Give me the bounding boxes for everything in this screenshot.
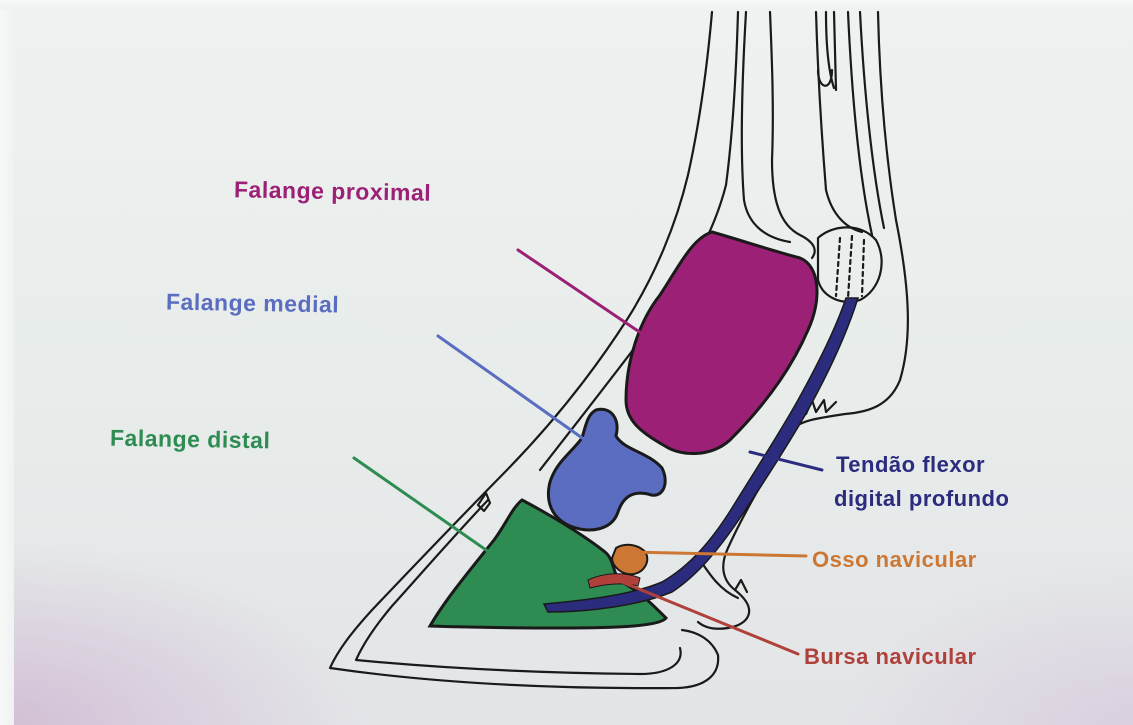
coronary-band — [478, 493, 490, 511]
splint-bone — [818, 12, 836, 90]
leader-distal-phalanx — [354, 458, 512, 568]
label-distal-phalanx: Falange distal — [110, 425, 271, 455]
leader-navicular-bone — [628, 552, 806, 556]
label-flexor-tendon-line1: Tendão flexor — [836, 452, 985, 478]
label-proximal-phalanx: Falange proximal — [234, 176, 432, 206]
leader-middle-phalanx — [438, 336, 602, 452]
sesamoid-hatch — [836, 236, 864, 298]
label-middle-phalanx: Falange medial — [166, 288, 340, 318]
label-navicular-bone: Osso navicular — [812, 547, 977, 573]
cannon-bone — [742, 12, 815, 258]
label-flexor-tendon-line2: digital profundo — [834, 486, 1009, 512]
label-navicular-bursa: Bursa navicular — [804, 644, 977, 670]
navicular-bone-shape — [612, 545, 647, 574]
